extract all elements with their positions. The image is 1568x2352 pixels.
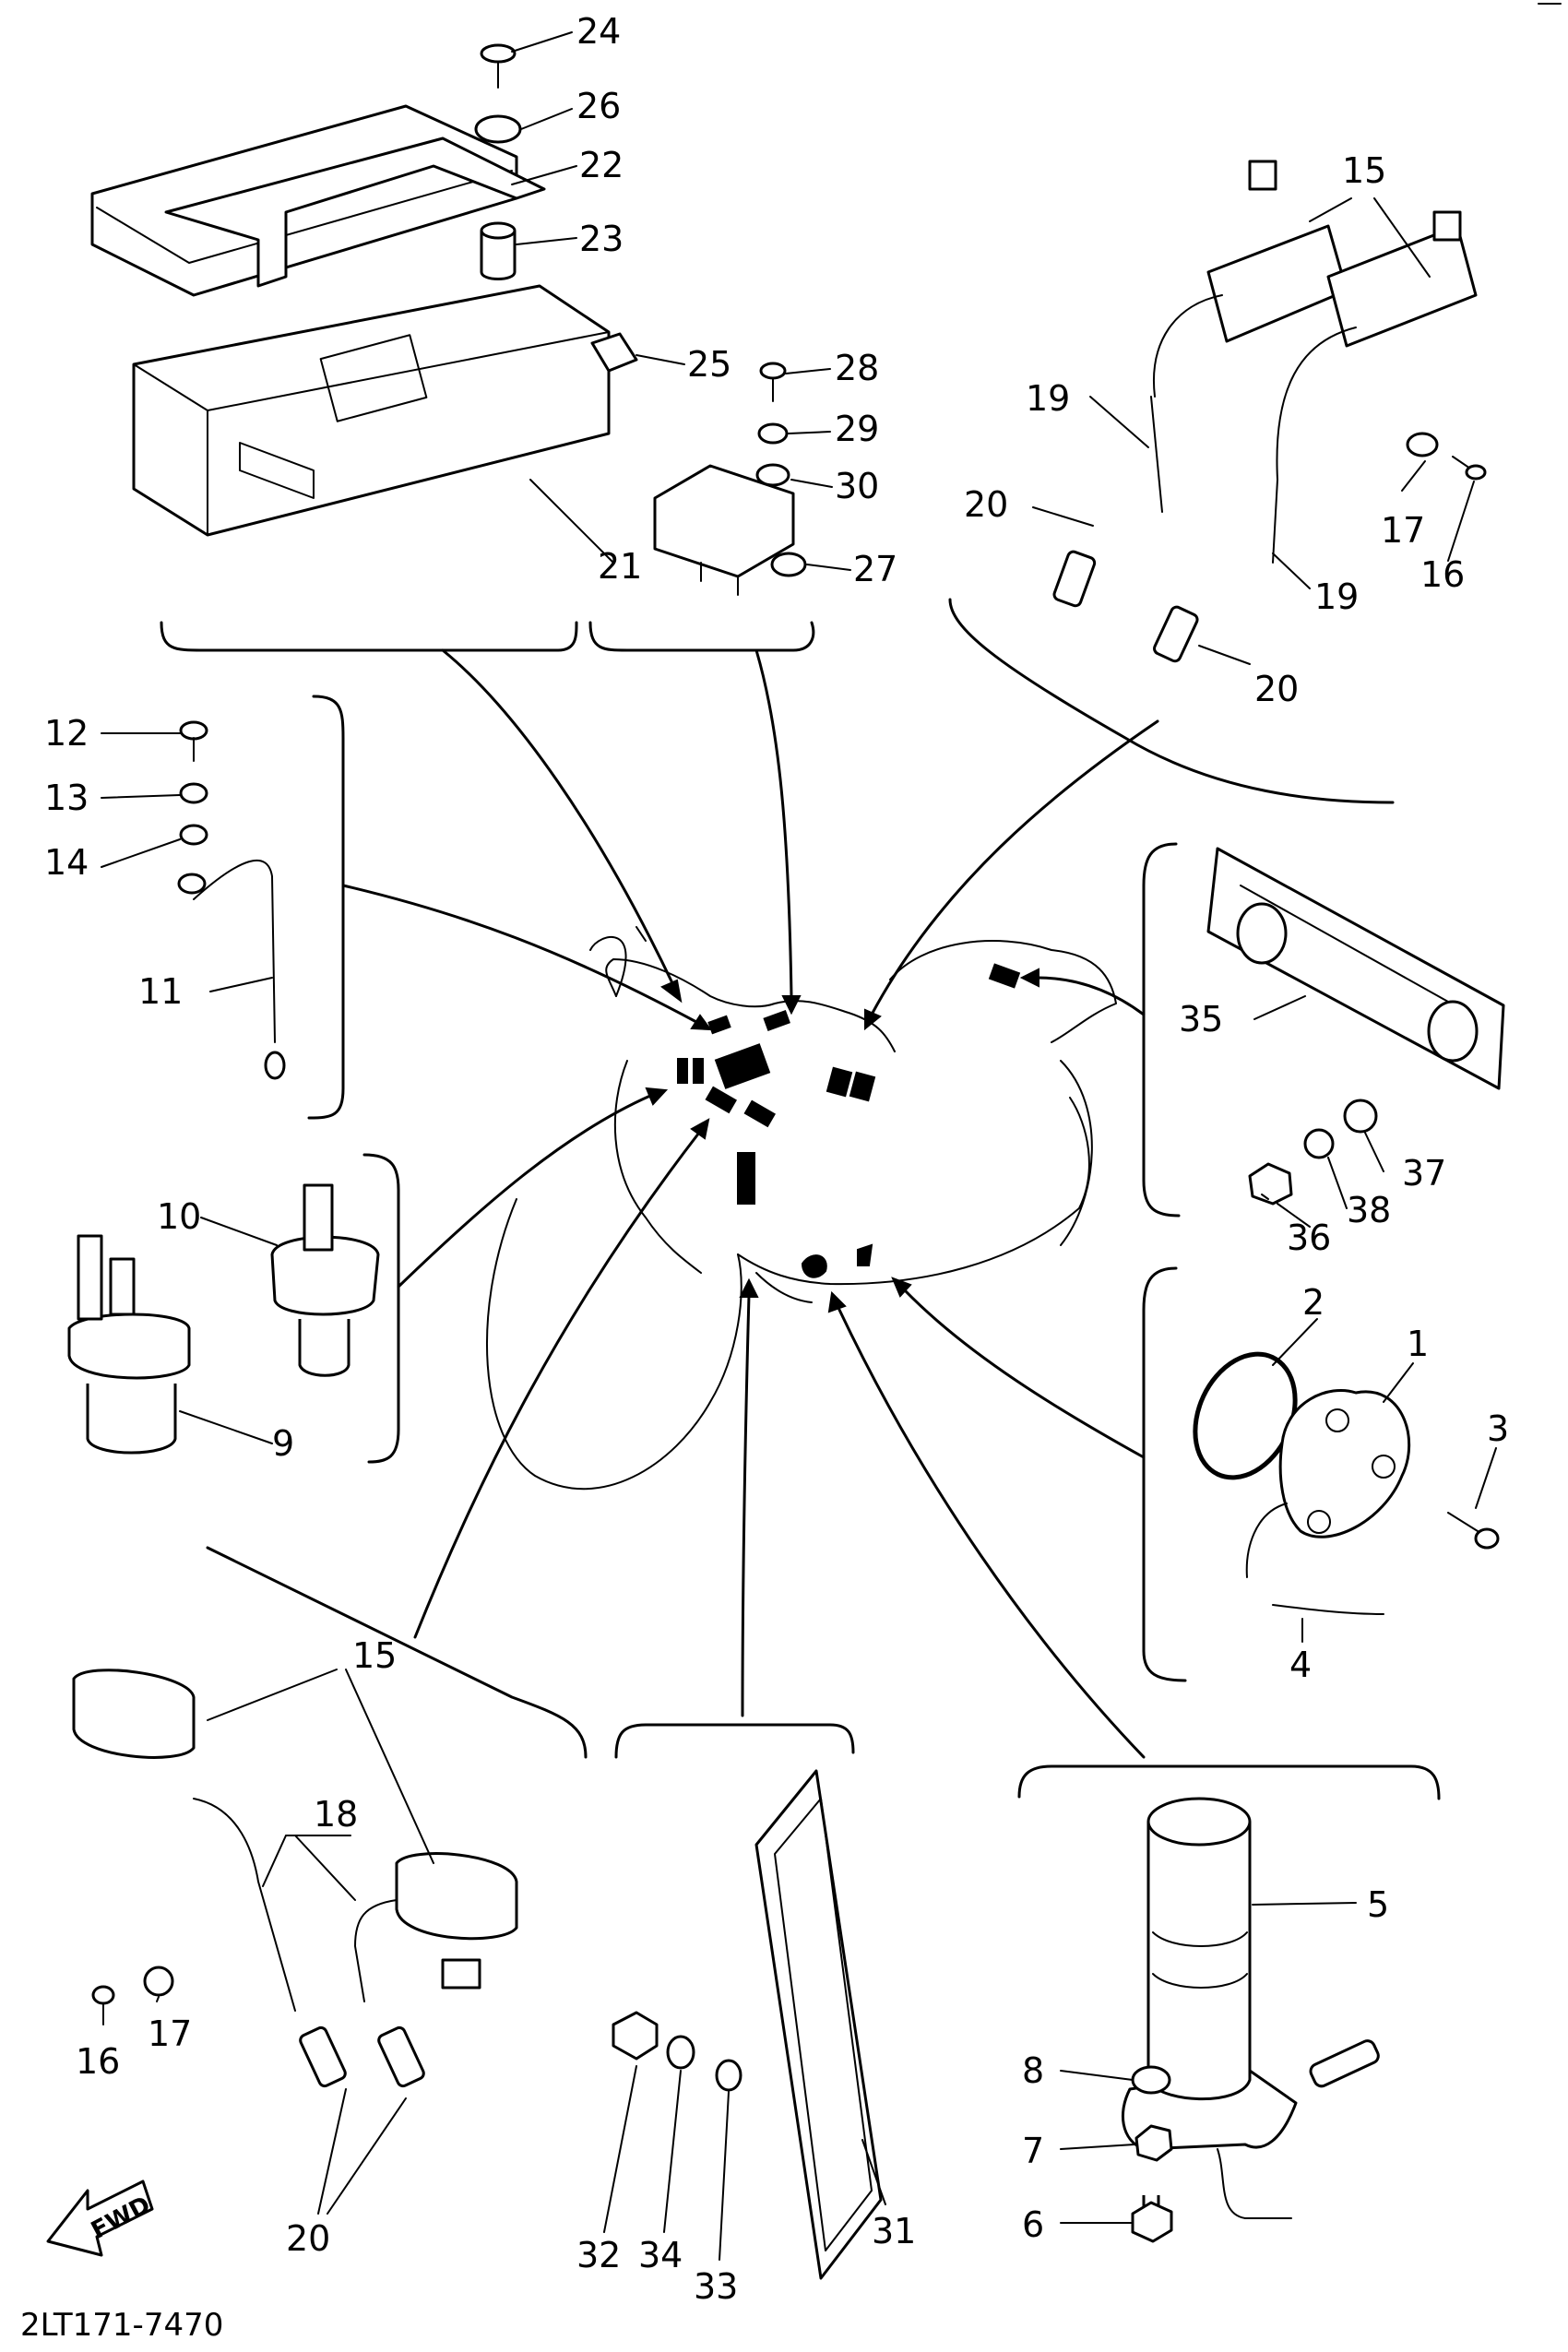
callout-11: 11 [138,971,183,1012]
callout-2: 2 [1302,1282,1324,1323]
location-markers [677,963,1021,1278]
part-bolt-28 [759,362,787,402]
part-washer-29 [757,422,789,445]
motorcycle-silhouette [486,926,1117,1491]
part-washer-14 [179,824,208,846]
callout-9: 9 [272,1423,294,1464]
diagram-code: 2LT171-7470 [20,2307,223,2344]
part-nut-13 [179,782,208,804]
part-bolt-24 [480,43,517,89]
part-ignition-coils-top [1052,160,1478,663]
callout-24: 24 [576,11,621,52]
part-washer-26 [474,114,522,144]
part-collar-23 [480,221,517,280]
part-bolt-16-bottom [91,1985,115,2025]
callout-13: 13 [44,778,89,818]
part-sensor-1 [1245,1388,1411,1615]
callout-19-top-left: 19 [1026,378,1070,419]
part-ecu-unit [90,104,611,537]
callout-28: 28 [835,348,879,388]
part-washer-38 [1303,1128,1335,1159]
callout-25: 25 [687,344,731,385]
callout-6: 6 [1022,2204,1044,2245]
callout-4: 4 [1289,1645,1312,1685]
callout-14: 14 [44,842,89,883]
callout-8: 8 [1022,2050,1044,2091]
part-washer-33 [715,2059,742,2092]
part-washer-17-top [1406,432,1439,457]
part-bolt-3 [1447,1512,1500,1550]
callout-numbers: 24 26 22 23 25 28 29 30 21 27 15 19 20 1… [44,11,1509,2307]
callout-22: 22 [579,145,624,185]
fwd-arrow-icon: FWD [46,2180,155,2257]
callout-23: 23 [579,219,624,259]
part-ground-lead-11 [177,859,286,1080]
callout-37: 37 [1402,1153,1446,1194]
callout-30: 30 [835,466,879,506]
callout-33: 33 [694,2266,738,2307]
part-washer-17-bottom [143,1966,174,1997]
callout-21: 21 [598,546,642,587]
connector-arrows [341,648,1159,1759]
callout-20-top-left: 20 [964,484,1008,525]
part-washer-34 [666,2035,695,2070]
callout-35: 35 [1179,999,1223,1039]
callout-18: 18 [314,1794,358,1835]
callout-17-top: 17 [1381,510,1425,551]
part-switch-10 [270,1183,380,1377]
callout-1: 1 [1407,1324,1429,1364]
callout-20-top-right: 20 [1254,669,1299,709]
part-bolt-12 [179,720,208,762]
callout-36: 36 [1287,1218,1331,1258]
part-clip-25 [590,332,638,373]
callout-29: 29 [835,409,879,449]
part-ignition-coils-bottom [72,1669,518,2088]
part-switch-9 [67,1234,191,1455]
part-washer-8 [1131,2065,1171,2095]
callout-16-bottom: 16 [76,2041,120,2082]
callout-31: 31 [872,2211,916,2251]
part-bolt-6 [1131,2195,1173,2243]
callout-16-top: 16 [1420,554,1465,595]
callout-15-top: 15 [1342,150,1386,191]
callout-15-bottom: 15 [352,1635,397,1676]
callout-5: 5 [1367,1884,1389,1925]
leader-lines [101,31,1497,2261]
callout-17-bottom: 17 [148,2013,192,2054]
callout-3: 3 [1487,1408,1509,1449]
part-washer-37 [1343,1099,1378,1134]
part-bolt-16-top [1452,456,1487,481]
callout-20-bottom: 20 [286,2218,330,2259]
part-nut-32 [612,2011,659,2061]
part-license-light-35 [1206,847,1505,1090]
callout-19-top-right: 19 [1314,576,1359,617]
callout-12: 12 [44,713,89,754]
group-brackets [160,598,1441,1800]
callout-34: 34 [638,2235,683,2275]
part-washer-30 [755,463,790,487]
part-nut-36 [1248,1162,1293,1206]
part-reflector-31 [754,1769,883,2280]
callout-7: 7 [1022,2131,1044,2171]
part-regulator-27 [653,464,807,596]
part-nut-7 [1134,2124,1173,2162]
callout-10: 10 [157,1196,201,1237]
callout-38: 38 [1347,1190,1391,1230]
callout-26: 26 [576,86,621,126]
callout-32: 32 [576,2235,621,2275]
callout-27: 27 [853,549,897,589]
